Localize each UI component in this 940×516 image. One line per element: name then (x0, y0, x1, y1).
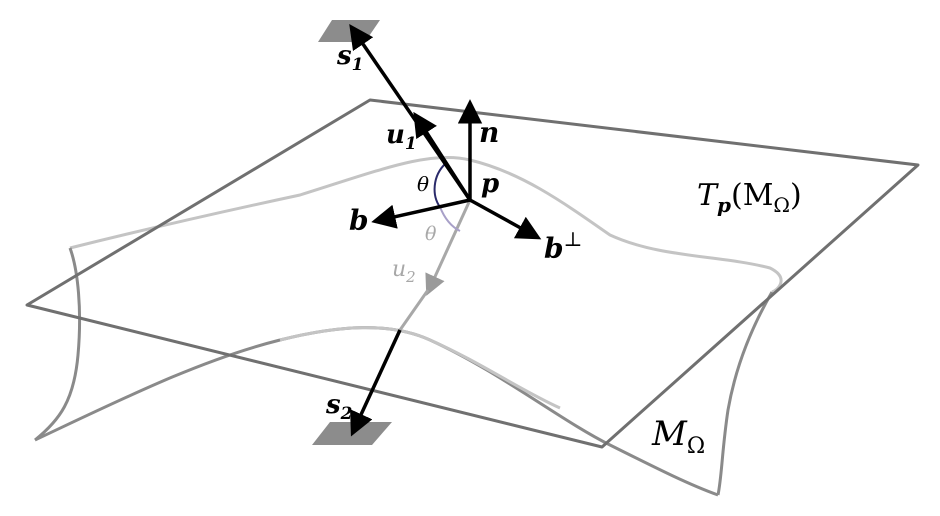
s2-label: s2 (325, 390, 353, 424)
theta-bottom-label: θ (425, 223, 437, 245)
manifold-right-edge (716, 291, 774, 496)
theta-arc-top (433, 162, 447, 208)
manifold-back-ridge (69, 155, 783, 294)
manifold-left-edge (34, 247, 82, 442)
p-label: p (481, 169, 499, 199)
tangent-plane (25, 98, 920, 449)
manifold-front-ridge (279, 326, 561, 410)
manifold-surface (34, 155, 783, 497)
u2-vector (425, 199, 472, 296)
n-label: n (479, 116, 499, 149)
theta-arc-bottom (439, 206, 461, 232)
u2-label: u2 (392, 257, 416, 286)
u2-extension (398, 289, 430, 331)
patch-s2 (312, 422, 392, 445)
s1-label: s1 (336, 41, 363, 75)
u1-vector (413, 111, 472, 201)
b-vector (371, 198, 471, 229)
manifold-bottom-edge (34, 326, 719, 497)
b-perp-label: b⊥ (544, 227, 582, 265)
s2-ray (350, 329, 402, 437)
b-perp-vector (469, 198, 542, 240)
u1-label: u1 (386, 120, 417, 154)
theta-top-label: θ (417, 172, 429, 196)
tangent-plane-label: Tp(MΩ) (697, 178, 802, 217)
manifold-label: MΩ (651, 414, 705, 459)
patch-s1 (318, 20, 380, 42)
b-label: b (349, 204, 369, 237)
